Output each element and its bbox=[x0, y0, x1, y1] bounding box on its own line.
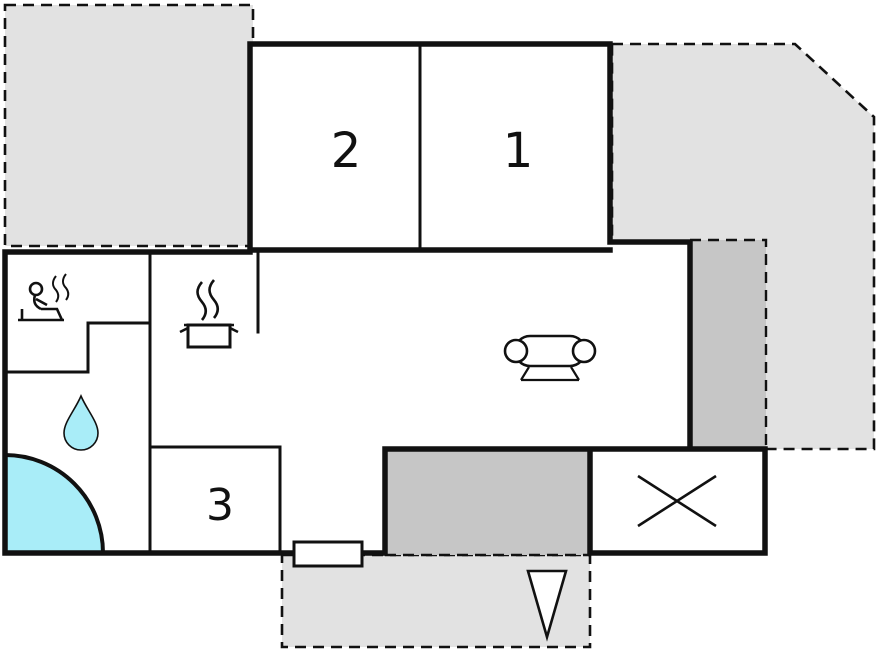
diagonal-cross-icon bbox=[637, 474, 717, 528]
patio-dark-right bbox=[688, 238, 768, 451]
entrance-step bbox=[292, 540, 364, 568]
room-label-1: 1 bbox=[503, 123, 534, 179]
stove-pot-icon bbox=[179, 279, 239, 349]
patio-dark-bottom bbox=[384, 447, 592, 557]
house-interior bbox=[5, 44, 765, 553]
exterior-walls bbox=[2, 41, 768, 556]
water-drop-icon bbox=[63, 393, 99, 451]
room-label-2: 2 bbox=[331, 123, 362, 179]
corner-bath-icon bbox=[2, 452, 106, 555]
sauna-icon bbox=[18, 273, 70, 322]
room-label-3: 3 bbox=[206, 480, 234, 531]
terrace-top-left bbox=[3, 3, 255, 248]
main-floor-area bbox=[5, 242, 765, 553]
interior-walls bbox=[3, 42, 422, 553]
bedroom-block bbox=[250, 44, 610, 250]
dark-patios bbox=[384, 238, 768, 557]
room-labels: 2 1 3 bbox=[206, 123, 533, 531]
entrance-arrow-icon bbox=[526, 569, 568, 642]
sofa-icon bbox=[503, 334, 597, 382]
